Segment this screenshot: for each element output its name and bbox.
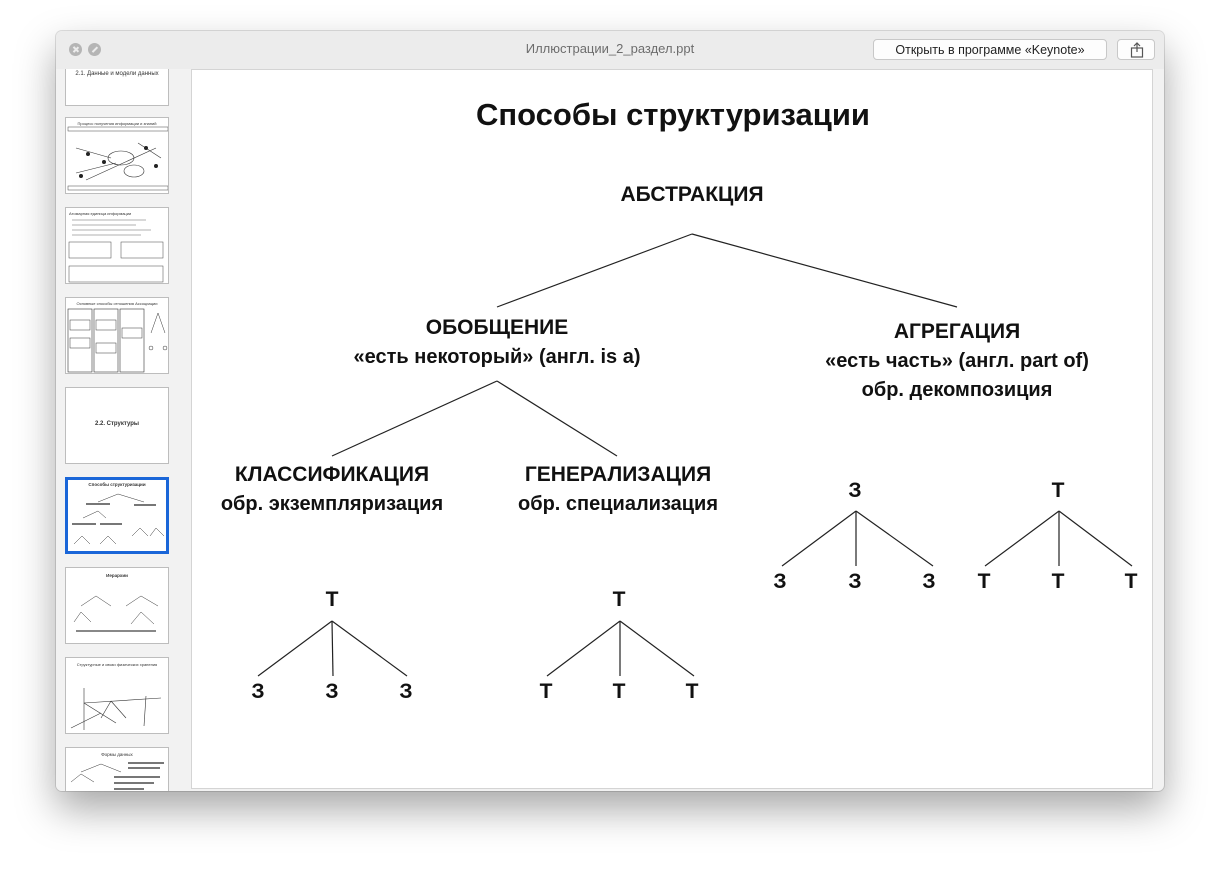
thumbnail-graphic: [67, 126, 168, 191]
tree-root: Т: [612, 588, 626, 611]
slide-title: Способы структуризации: [476, 97, 870, 132]
node-aggregation: АГРЕГАЦИЯ: [893, 320, 1021, 343]
connector-line: [855, 510, 934, 567]
connector-line: [619, 620, 695, 677]
thumbnail-5[interactable]: 2.2. Структуры: [65, 387, 169, 464]
tree-leaf: Т: [612, 680, 626, 703]
connector-line: [331, 620, 334, 677]
thumbnail-graphic: [72, 493, 165, 545]
slide-canvas: Способы структуризации АБСТРАКЦИЯ ОБОБЩЕ…: [191, 69, 1153, 789]
tree-leaf: З: [848, 570, 862, 593]
tree-leaf: З: [251, 680, 265, 703]
tree-leaf: З: [399, 680, 413, 703]
thumbnail-1[interactable]: 2.1. Данные и модели данных: [65, 69, 169, 106]
tree-leaf: З: [922, 570, 936, 593]
node-generalization-sub-inverse: обр. специализация: [518, 493, 718, 515]
thumbnail-4[interactable]: Основные способы отношения Ассоциации: [65, 297, 169, 374]
thumbnail-9[interactable]: Формы данных: [65, 747, 169, 791]
node-generalization-desc: «есть некоторый» (англ. is a): [353, 346, 641, 368]
app-window: Иллюстрации_2_раздел.ppt Открыть в прогр…: [56, 31, 1164, 791]
thumbnail-6-selected[interactable]: Способы структуризации: [65, 477, 169, 554]
thumbnail-8[interactable]: Структурные и связи физических хранения: [65, 657, 169, 734]
open-in-keynote-button[interactable]: Открыть в программе «Keynote»: [873, 39, 1107, 60]
connector-line: [331, 620, 408, 677]
thumbnail-2[interactable]: Процесс получения информации и знаний: [65, 117, 169, 194]
thumbnail-caption: Структурные и связи физических хранения: [76, 662, 158, 667]
connector-line: [1058, 510, 1133, 567]
thumbnail-7[interactable]: Иерархии: [65, 567, 169, 644]
thumbnail-graphic: [67, 308, 168, 373]
tree-leaf: З: [773, 570, 787, 593]
connector-line: [984, 510, 1060, 567]
thumbnail-caption: Иерархии: [106, 573, 128, 578]
thumbnail-caption: Формы данных: [101, 752, 133, 757]
connector-line: [496, 233, 693, 308]
thumbnail-caption: Процесс получения информации и знаний: [77, 121, 157, 126]
thumbnail-caption: Атомарная единица информации: [69, 211, 132, 216]
tree-root: Т: [1051, 479, 1065, 502]
node-generalization-sub: ГЕНЕРАЛИЗАЦИЯ: [524, 463, 712, 486]
thumbnail-3[interactable]: Атомарная единица информации: [65, 207, 169, 284]
tree-root: З: [848, 479, 862, 502]
connector-line: [331, 380, 498, 457]
share-icon: [1130, 42, 1144, 58]
connector-line: [257, 620, 333, 677]
thumbnail-graphic: [70, 688, 162, 730]
tree-leaf: Т: [685, 680, 699, 703]
thumbnail-graphic: [68, 219, 164, 283]
tree-leaf: Т: [977, 570, 991, 593]
thumbnail-graphic: [70, 762, 164, 790]
thumbnail-caption: 2.2. Структуры: [94, 421, 139, 427]
slide-thumbnails-sidebar[interactable]: 2.1. Данные и модели данных Процесс полу…: [56, 69, 186, 791]
connector-line: [496, 380, 618, 457]
thumbnail-caption: Основные способы отношения Ассоциации: [76, 301, 158, 306]
tree-leaf: Т: [1051, 570, 1065, 593]
node-classification: КЛАССИФИКАЦИЯ: [234, 463, 430, 486]
connector-line: [781, 510, 857, 567]
tree-leaf: Т: [539, 680, 553, 703]
tree-root: Т: [325, 588, 339, 611]
node-abstraction: АБСТРАКЦИЯ: [620, 183, 764, 206]
minimize-window-icon[interactable]: [88, 43, 101, 56]
titlebar: Иллюстрации_2_раздел.ppt Открыть в прогр…: [56, 31, 1164, 69]
tree-leaf: З: [325, 680, 339, 703]
node-aggregation-desc: «есть часть» (англ. part of): [825, 350, 1089, 372]
connector-line: [691, 233, 958, 308]
connector-line: [546, 620, 621, 677]
tree-leaf: Т: [1124, 570, 1138, 593]
diagram-lines: [257, 233, 1133, 677]
thumbnail-caption: Способы структуризации: [88, 482, 146, 487]
share-button[interactable]: [1117, 39, 1155, 60]
node-generalization: ОБОБЩЕНИЕ: [425, 316, 569, 339]
node-aggregation-inverse: обр. декомпозиция: [861, 379, 1053, 401]
window-title: Иллюстрации_2_раздел.ppt: [525, 41, 695, 56]
close-window-icon[interactable]: [69, 43, 82, 56]
thumbnail-caption: 2.1. Данные и модели данных: [75, 71, 159, 77]
node-classification-inverse: обр. экземпляризация: [220, 493, 444, 515]
thumbnail-graphic: [73, 595, 159, 632]
